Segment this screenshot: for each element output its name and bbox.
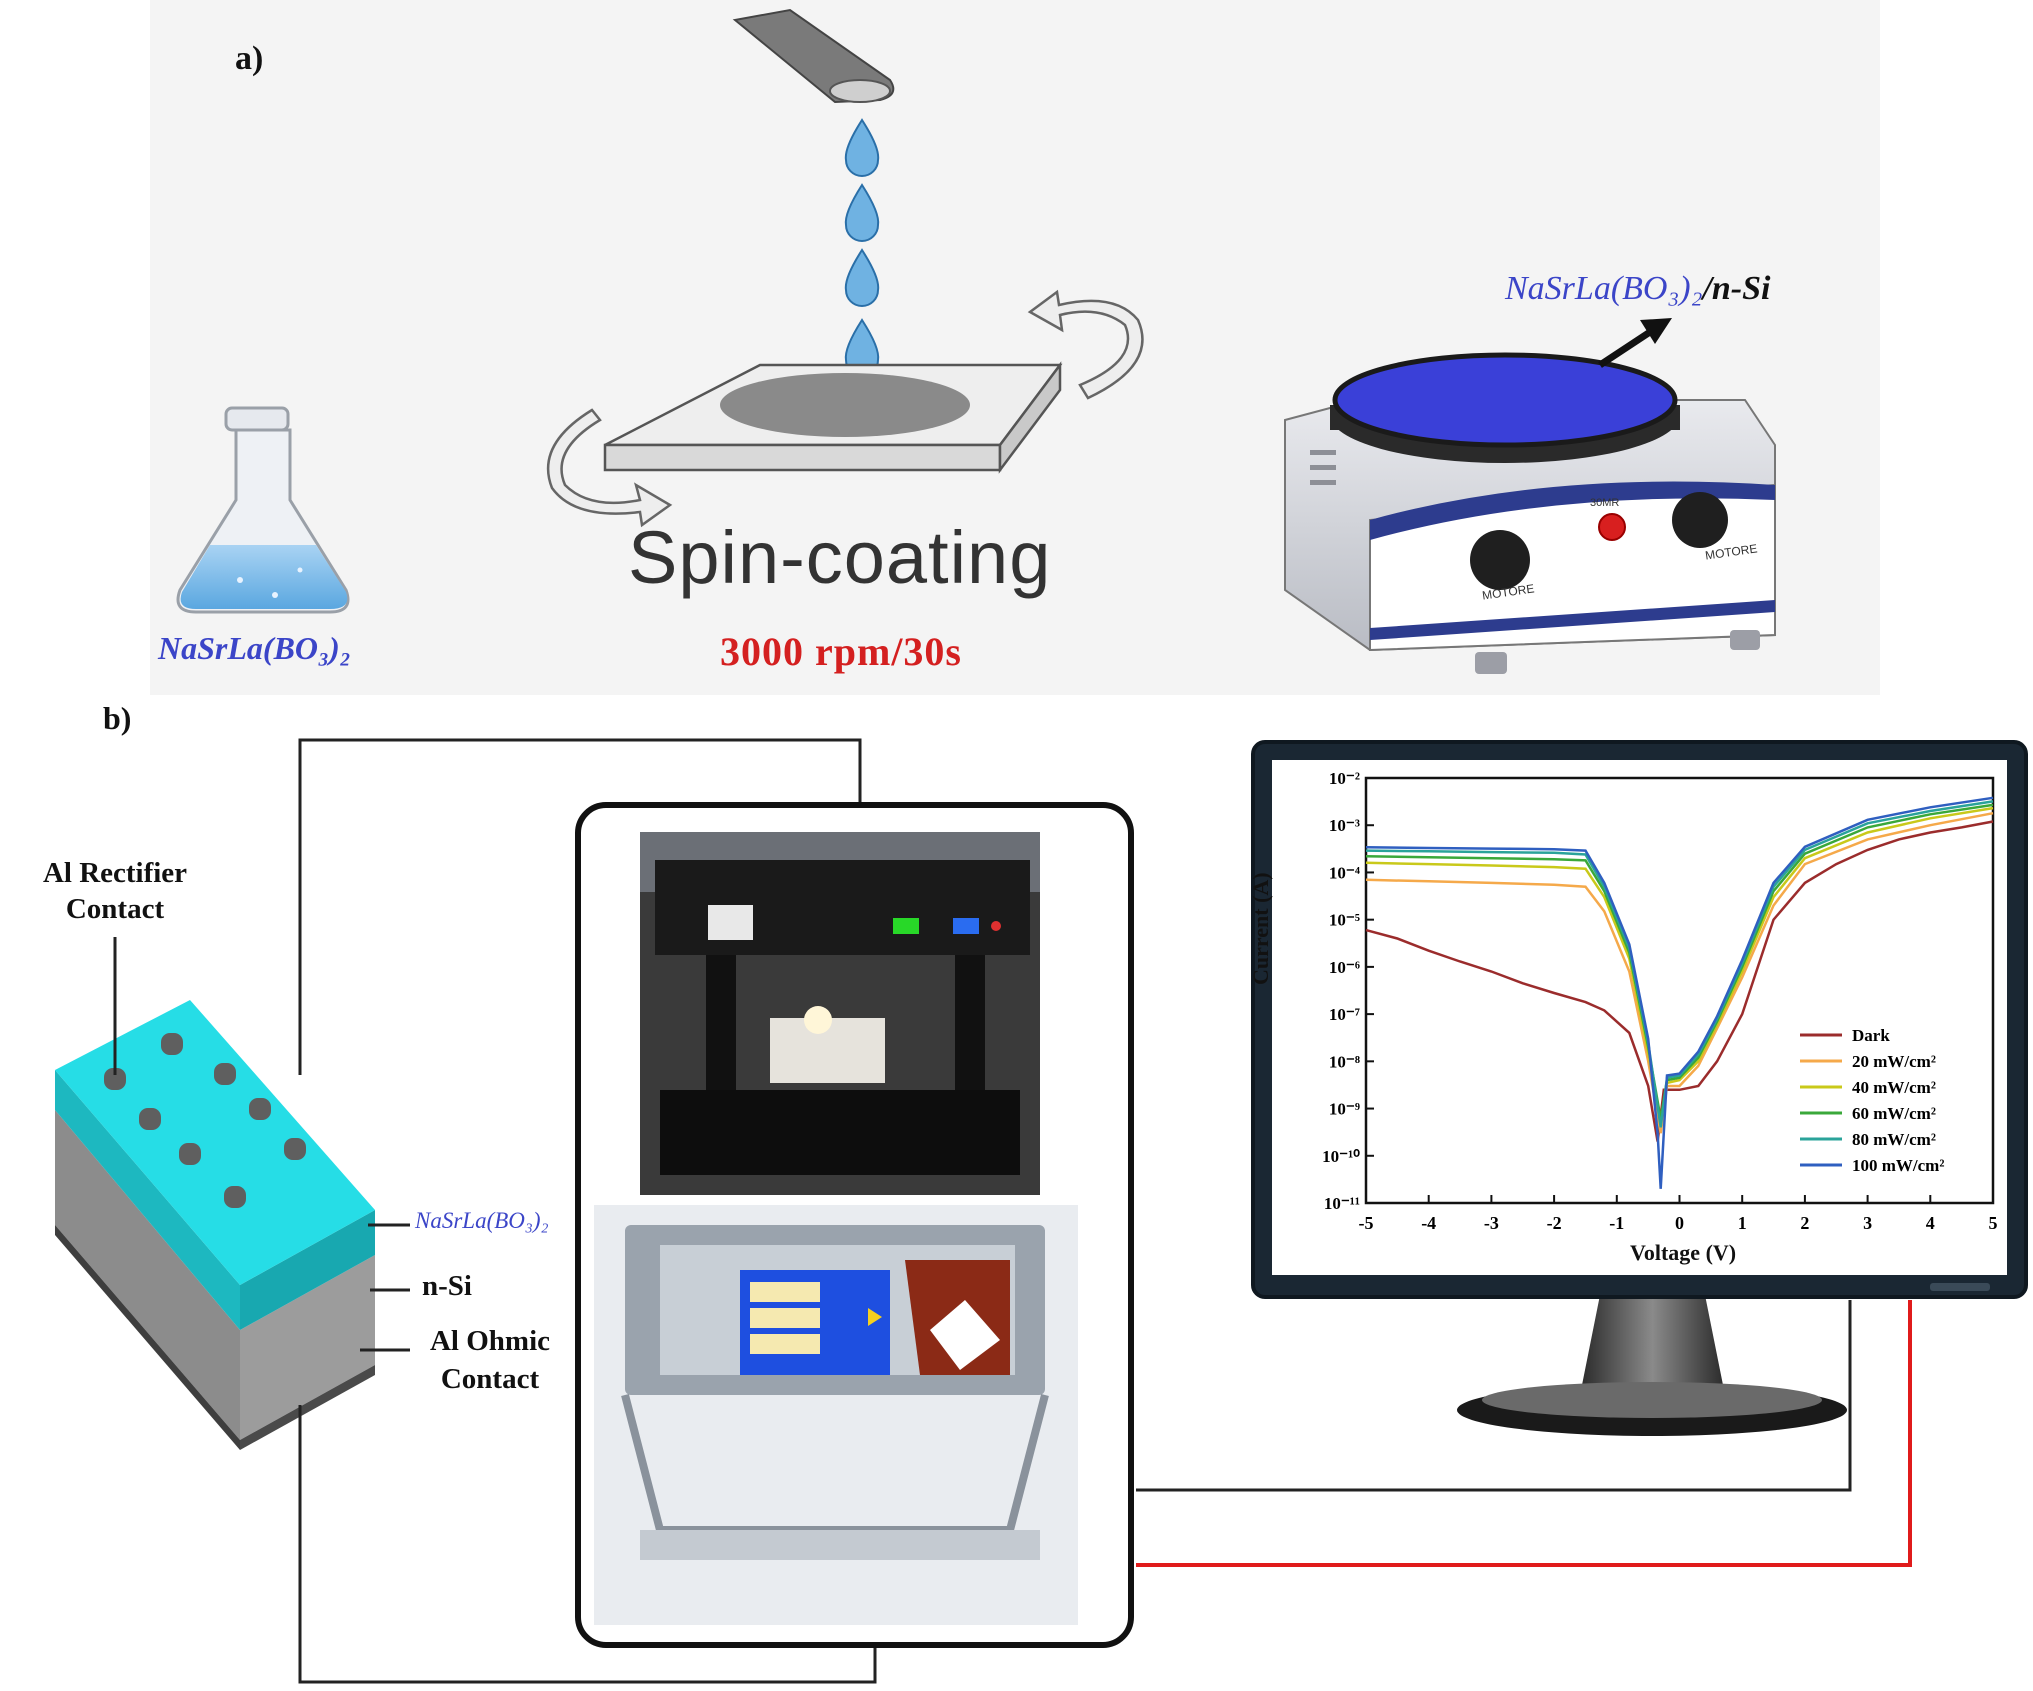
x-tick-label: 0 [1675, 1213, 1684, 1233]
x-tick-label: -4 [1421, 1213, 1436, 1233]
chart-x-axis-label: Voltage (V) [1630, 1240, 1737, 1265]
electrometer-photo [594, 1205, 1078, 1625]
series-line-dark [1365, 820, 1994, 1142]
hotplate-icon [1284, 352, 1776, 674]
panel-a-label: a) [235, 40, 264, 77]
contact-dot [249, 1098, 271, 1120]
ohmic-label-line1: Al Ohmic [429, 1325, 551, 1357]
x-tick-label: -1 [1609, 1213, 1624, 1233]
x-tick-label: 5 [1989, 1213, 1998, 1233]
rectifier-label-line2: Contact [65, 893, 165, 925]
y-tick-label: 10⁻⁴ [1329, 863, 1360, 882]
spin-coating-title: Spin-coating [628, 516, 1052, 599]
rotation-arrows-icon [546, 289, 1144, 528]
y-tick-label: 10⁻⁶ [1329, 958, 1360, 977]
solar-simulator-photo [640, 832, 1040, 1195]
flask-icon [176, 406, 350, 614]
contact-dot [224, 1186, 246, 1208]
hotplate-center-label: 30MR [1590, 497, 1620, 509]
x-tick-label: 2 [1800, 1213, 1809, 1233]
spin-parameters: 3000 rpm/30s [720, 629, 962, 674]
y-tick-label: 10⁻⁸ [1329, 1052, 1360, 1071]
flask-label: NaSrLa(BO₃)₂ [158, 630, 351, 666]
y-tick-label: 10⁻⁹ [1329, 1100, 1360, 1119]
contact-dot [161, 1033, 183, 1055]
solution-drops [844, 118, 880, 377]
device-stack [55, 1000, 375, 1450]
x-tick-label: -5 [1359, 1213, 1374, 1233]
chart-y-axis-label: Current (A) [1248, 872, 1273, 985]
pointer-arrow [1598, 318, 1672, 368]
circuit-wires [298, 738, 1852, 1684]
y-tick-label: 10⁻¹¹ [1324, 1194, 1360, 1213]
legend-entry: 100 mW/cm² [1852, 1156, 1944, 1175]
pipette-icon [732, 8, 895, 104]
red-wire [1136, 1300, 1912, 1567]
product-material: NaSrLa(BO₃)₂ [1505, 270, 1703, 307]
x-tick-label: 4 [1926, 1213, 1935, 1233]
y-tick-label: 10⁻² [1329, 769, 1360, 788]
contact-dot [214, 1063, 236, 1085]
x-tick-label: -2 [1547, 1213, 1562, 1233]
x-tick-label: -3 [1484, 1213, 1499, 1233]
rectifier-contact-label: Al Rectifier Contact [0, 855, 230, 927]
spin-coater-plate [603, 361, 1063, 474]
legend-entry: 60 mW/cm² [1852, 1104, 1936, 1123]
y-tick-label: 10⁻⁵ [1329, 911, 1360, 930]
ohmic-label-line2: Contact [440, 1363, 540, 1395]
rectifier-contacts [104, 1033, 306, 1208]
contact-dot [179, 1143, 201, 1165]
contact-dot [284, 1138, 306, 1160]
contact-dot [139, 1108, 161, 1130]
ohmic-contact-label: Al Ohmic Contact [420, 1322, 560, 1398]
x-tick-label: 1 [1738, 1213, 1747, 1233]
product-substrate: /n-Si [1702, 270, 1771, 307]
iv-chart: -5 -4 -3 -2 -1 0 1 2 3 4 5 10⁻¹¹ 10⁻¹⁰ 10⁻⁹ 10⁻⁸ 10⁻⁷ 10… [1322, 769, 1997, 1233]
contact-dot [104, 1068, 126, 1090]
legend-entry: 40 mW/cm² [1852, 1078, 1936, 1097]
label-leader-lines [113, 937, 410, 1352]
film-label: NaSrLa(BO₃)₂ [415, 1208, 549, 1233]
series-line-100 [1365, 796, 1994, 1189]
rectifier-label-line1: Al Rectifier [42, 857, 188, 889]
legend-entry: 20 mW/cm² [1852, 1052, 1936, 1071]
y-tick-label: 10⁻⁷ [1329, 1005, 1360, 1024]
legend-entry: 80 mW/cm² [1852, 1130, 1936, 1149]
legend-entry: Dark [1852, 1026, 1890, 1045]
product-label: NaSrLa(BO₃)₂/n-Si [1505, 270, 1770, 308]
substrate-label: n-Si [422, 1270, 472, 1302]
panel-b-label: b) [103, 700, 132, 736]
y-tick-label: 10⁻³ [1329, 816, 1360, 835]
y-tick-label: 10⁻¹⁰ [1322, 1147, 1360, 1166]
x-tick-label: 3 [1863, 1213, 1872, 1233]
